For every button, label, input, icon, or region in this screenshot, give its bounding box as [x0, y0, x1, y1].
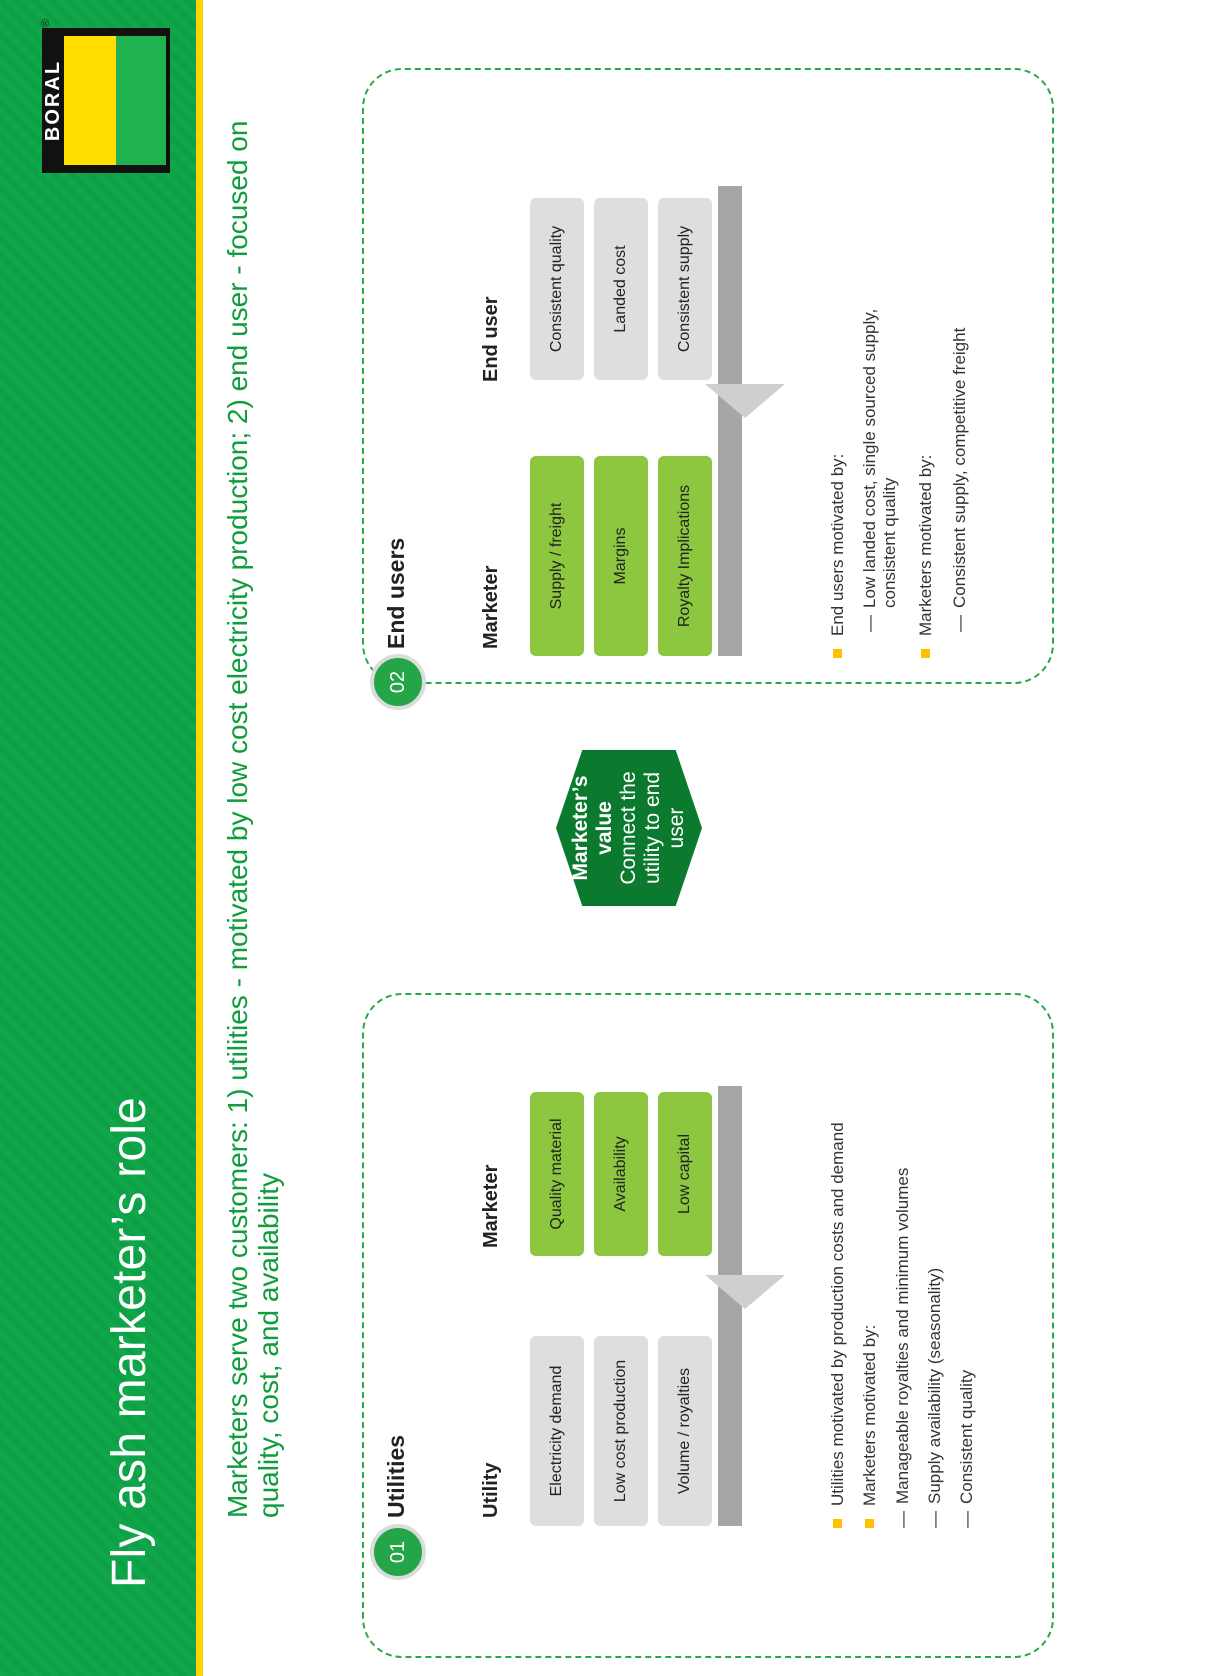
end-users-number-badge: 02 — [370, 654, 426, 710]
utilities-fulcrum — [705, 1275, 785, 1309]
bullet-marker — [833, 649, 842, 658]
logo-green-strip — [116, 36, 166, 165]
boral-logo: BORAL — [42, 28, 170, 173]
utilities-sub-bullet-3: — Consistent quality — [957, 1369, 976, 1528]
end-users-right-heading: End user — [480, 296, 502, 382]
end-users-left-heading: Marketer — [480, 565, 502, 649]
header-band — [0, 0, 196, 1676]
subtitle: Marketers serve two customers: 1) utilit… — [222, 120, 284, 1518]
marketers-value-text: Marketer’s value Connect the utility to … — [556, 750, 702, 906]
bullet-marker — [865, 1519, 874, 1528]
bullet-marker — [833, 1519, 842, 1528]
end-users-bullet-2: Marketers motivated by: — [916, 98, 936, 658]
marketers-value-body: Connect the utility to end user — [617, 771, 688, 885]
utility-marketer-item-quality-material: Quality material — [530, 1092, 584, 1256]
end-users-fulcrum — [705, 384, 785, 418]
header-underline — [196, 0, 203, 1676]
end-users-marketer-item-margins: Margins — [594, 456, 648, 656]
end-user-item-consistent-supply: Consistent supply — [658, 198, 712, 380]
end-users-bullet-1: End users motivated by: — [828, 98, 848, 658]
utilities-bullet-2: Marketers motivated by: — [860, 968, 880, 1528]
utilities-left-heading: Utility — [480, 1462, 502, 1518]
registered-mark: ® — [40, 18, 52, 27]
end-users-sub-bullet-1: — Low landed cost, single sourced supply… — [860, 308, 899, 632]
end-user-item-landed-cost: Landed cost — [594, 198, 648, 380]
end-users-balance-bar — [718, 186, 742, 656]
utility-item-low-cost-production: Low cost production — [594, 1336, 648, 1526]
utilities-number-badge: 01 — [370, 1524, 426, 1580]
utilities-title: Utilities — [383, 1434, 409, 1518]
utilities-bullet-1: Utilities motivated by production costs … — [828, 968, 848, 1528]
utilities-right-heading: Marketer — [480, 1164, 502, 1248]
utility-marketer-item-low-capital: Low capital — [658, 1092, 712, 1256]
utility-marketer-item-availability: Availability — [594, 1092, 648, 1256]
utilities-sub-bullet-2: — Supply availability (seasonality) — [925, 1267, 944, 1528]
end-users-sub-bullet-2: — Consistent supply, competitive freight — [950, 327, 969, 632]
logo-yellow-strip — [64, 36, 116, 165]
end-users-marketer-item-supply-freight: Supply / freight — [530, 456, 584, 656]
bullet-marker — [921, 649, 930, 658]
page-title: Fly ash marketer’s role — [103, 1097, 156, 1588]
end-users-marketer-item-royalty-implications: Royalty Implications — [658, 456, 712, 656]
utility-item-electricity-demand: Electricity demand — [530, 1336, 584, 1526]
logo-wordmark: BORAL — [42, 59, 64, 142]
end-users-title: End users — [383, 537, 409, 649]
utilities-sub-bullet-1: — Manageable royalties and minimum volum… — [893, 1167, 912, 1528]
end-user-item-consistent-quality: Consistent quality — [530, 198, 584, 380]
marketers-value-title: Marketer’s value — [569, 775, 616, 881]
utility-item-volume-royalties: Volume / royalties — [658, 1336, 712, 1526]
